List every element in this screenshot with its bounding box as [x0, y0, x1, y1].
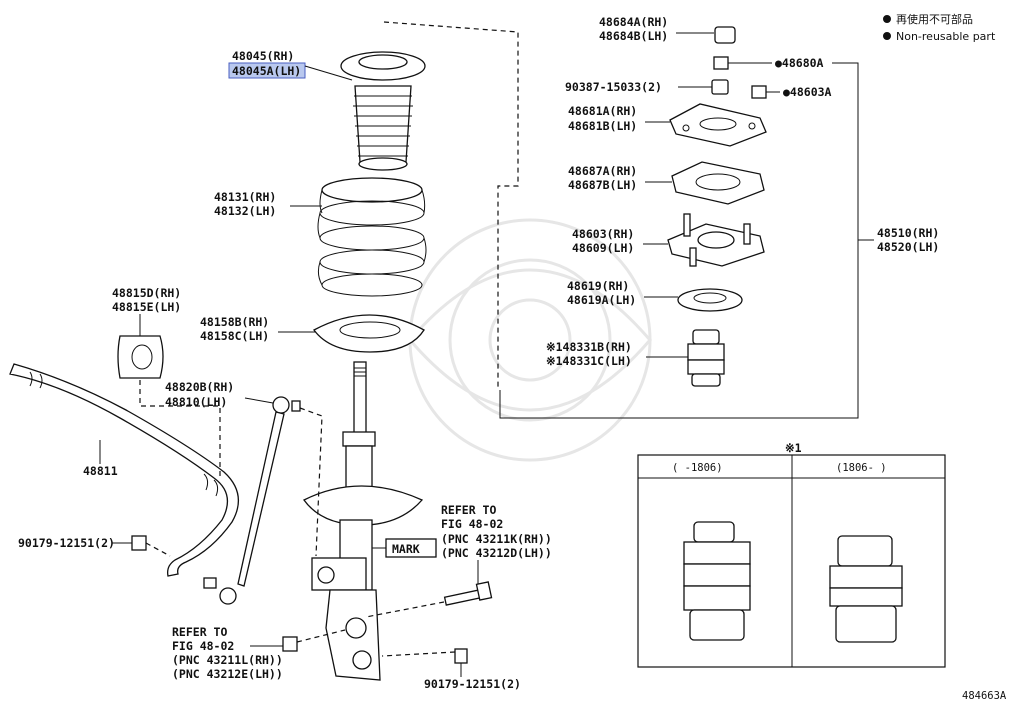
assembly-path	[139, 380, 221, 476]
label-48681b-lh[interactable]: 48681B(LH)	[568, 119, 637, 133]
assembly-path	[381, 651, 456, 657]
nut-part-48680a[interactable]	[713, 56, 729, 70]
highlight-48045a	[228, 62, 306, 79]
gasket-part[interactable]	[671, 161, 765, 205]
label-48810-lh[interactable]: 48810(LH)	[165, 395, 227, 409]
bearing-part[interactable]	[677, 288, 743, 312]
assembly-path	[365, 601, 445, 618]
label-48681a-rh[interactable]: 48681A(RH)	[568, 104, 637, 118]
bump-stop-early-type	[683, 521, 751, 641]
strut-assembly-part[interactable]	[303, 361, 424, 681]
bushing-part[interactable]	[117, 335, 164, 379]
leader-line	[304, 65, 353, 81]
assembly-path	[299, 407, 323, 557]
label-48820b-rh[interactable]: 48820B(RH)	[165, 380, 234, 394]
label-48609-lh[interactable]: 48609(LH)	[572, 241, 634, 255]
label-48158c-lh[interactable]: 48158C(LH)	[200, 329, 269, 343]
stabilizer-link-part[interactable]	[203, 396, 301, 605]
label-48815d-rh[interactable]: 48815D(RH)	[112, 286, 181, 300]
watermark-emblem	[408, 218, 652, 462]
label-48687a-rh[interactable]: 48687A(RH)	[568, 164, 637, 178]
nut-part-bottom-left[interactable]	[282, 636, 298, 652]
assembly-path	[145, 542, 171, 557]
nut-part-48603a[interactable]	[751, 85, 767, 99]
leader-line	[244, 397, 274, 404]
label-48811[interactable]: 48811	[83, 464, 118, 478]
bullet-icon	[883, 15, 891, 23]
legend-nonreusable: Non-reusable part	[896, 30, 996, 43]
dust-boot-part[interactable]	[340, 51, 426, 171]
label-48131-rh[interactable]: 48131(RH)	[214, 190, 276, 204]
ref-top-line2[interactable]: FIG 48-02	[441, 517, 503, 531]
label-48510-rh[interactable]: 48510(RH)	[877, 226, 939, 240]
inset-right-header: (1806- )	[836, 462, 887, 474]
strut-mount-part[interactable]	[667, 213, 765, 267]
nut-part-bottom[interactable]	[454, 648, 468, 664]
diagram-id: 484663A	[962, 690, 1007, 702]
spring-seat-part[interactable]	[313, 314, 425, 353]
label-48603-rh[interactable]: 48603(RH)	[572, 227, 634, 241]
ref-top-line3: (PNC 43211K(RH))	[441, 532, 552, 546]
legend: 再使用不可部品 Non-reusable part	[883, 12, 996, 43]
bump-stop-late-type	[829, 535, 903, 643]
label-48520-lh[interactable]: 48520(LH)	[877, 240, 939, 254]
inset-left-header: ( -1806)	[672, 462, 723, 474]
label-48331b-rh[interactable]: ※148331B(RH)	[546, 340, 632, 354]
cap-part-48684[interactable]	[714, 26, 736, 44]
inset-panel: ※1 ( -1806) (1806- )	[637, 441, 946, 668]
ref-top-line1: REFER TO	[441, 503, 496, 517]
label-48687b-lh[interactable]: 48687B(LH)	[568, 178, 637, 192]
label-48680a[interactable]: ●48680A	[775, 56, 824, 70]
label-48045-rh[interactable]: 48045(RH)	[232, 49, 294, 63]
label-48619a-lh[interactable]: 48619A(LH)	[567, 293, 636, 307]
label-48158b-rh[interactable]: 48158B(RH)	[200, 315, 269, 329]
label-90179-left[interactable]: 90179-12151(2)	[18, 536, 115, 550]
label-48331c-lh[interactable]: ※148331C(LH)	[546, 354, 632, 368]
assembly-bracket	[383, 21, 519, 389]
nut-part-left[interactable]	[131, 535, 147, 551]
mark-label: MARK	[392, 542, 420, 556]
label-48815e-lh[interactable]: 48815E(LH)	[112, 300, 181, 314]
coil-spring-part[interactable]	[317, 177, 427, 297]
ref-bot-line2[interactable]: FIG 48-02	[172, 639, 234, 653]
bullet-icon	[883, 32, 891, 40]
stabilizer-bar-part[interactable]	[9, 363, 240, 577]
label-48603a[interactable]: ●48603A	[783, 85, 832, 99]
legend-jp: 再使用不可部品	[896, 12, 973, 26]
bracket-plate-part[interactable]	[669, 103, 767, 147]
label-48684b-lh[interactable]: 48684B(LH)	[599, 29, 668, 43]
ref-bot-line1: REFER TO	[172, 625, 227, 639]
label-48684a-rh[interactable]: 48684A(RH)	[599, 15, 668, 29]
label-48132-lh[interactable]: 48132(LH)	[214, 204, 276, 218]
bump-stop-part[interactable]	[687, 329, 725, 387]
collar-part-90387[interactable]	[711, 79, 729, 95]
ref-top-line4: (PNC 43212D(LH))	[441, 546, 552, 560]
bolt-part[interactable]	[443, 581, 493, 606]
ref-bot-line3: (PNC 43211L(RH))	[172, 653, 283, 667]
assembly-bracket-right	[499, 62, 859, 419]
label-48619-rh[interactable]: 48619(RH)	[567, 279, 629, 293]
label-90387[interactable]: 90387-15033(2)	[565, 80, 662, 94]
inset-title: ※1	[785, 441, 802, 455]
ref-bot-line4: (PNC 43212E(LH))	[172, 667, 283, 681]
label-90179-bottom[interactable]: 90179-12151(2)	[424, 677, 521, 691]
label-48045a-lh[interactable]: 48045A(LH)	[232, 64, 301, 78]
